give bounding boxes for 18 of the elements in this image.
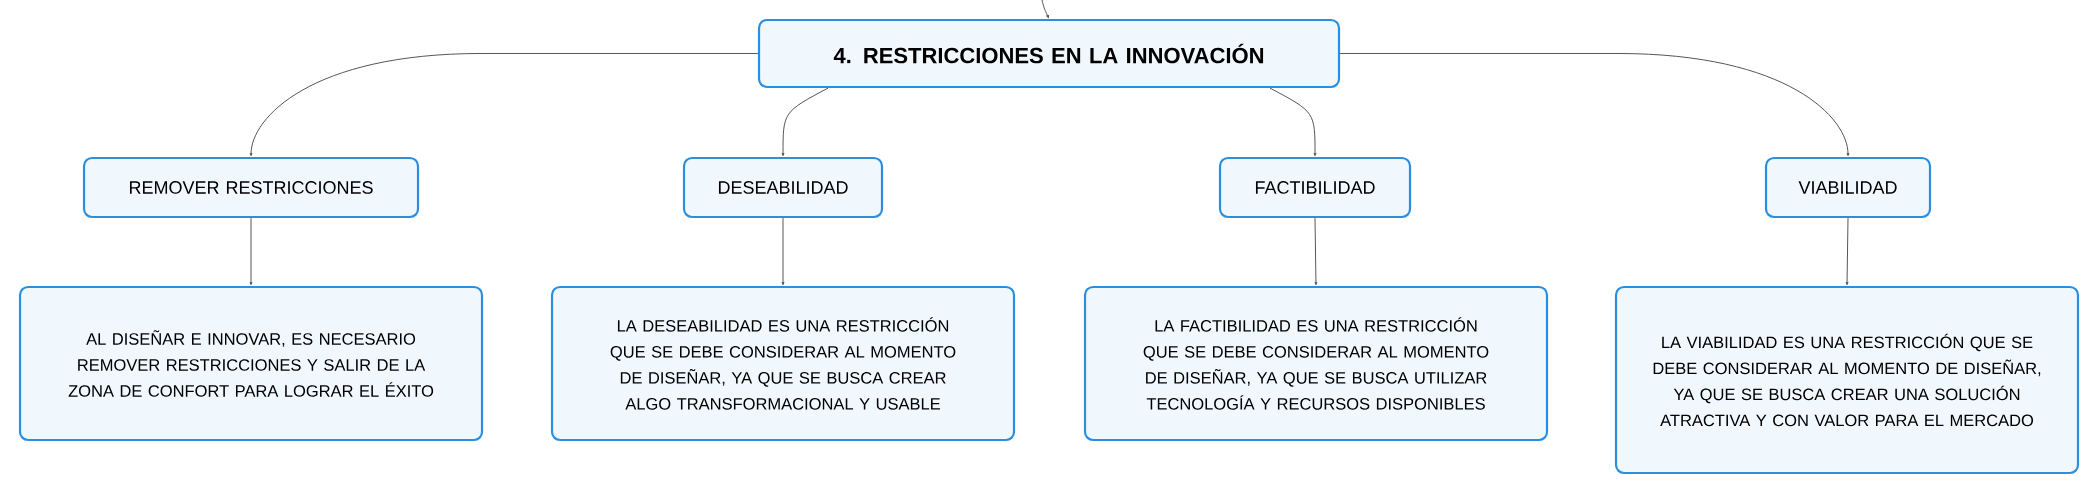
- description-box: LA FACTIBILIDAD ES UNA RESTRICCIÓN QUE SE DEBE CONSIDERAR AL MOMENTO DE DISEÑAR, YA QUE SE BUSCA UTILIZAR TECNOLOGÍA Y RECURSOS DISPONIBLES: [1083, 285, 1549, 442]
- connector-arrow: [781, 217, 785, 286]
- description-box: AL DISEÑAR E INNOVAR, ES NECESARIO REMOVER RESTRICCIONES Y SALIR DE LA ZONA DE CONFORT PARA LOGRAR EL ÉXITO: [18, 285, 484, 442]
- connector-arrow: [1314, 217, 1318, 286]
- connector-arrow: [1339, 53, 1850, 157]
- connector-arrow: [1269, 87, 1317, 157]
- topic-box: 4. RESTRICCIONES EN LA INNOVACIÓN: [757, 18, 1341, 89]
- connector-arrow: [781, 87, 829, 157]
- connector-arrow: [249, 53, 759, 157]
- description-box: LA DESEABILIDAD ES UNA RESTRICCIÓN QUE SE DEBE CONSIDERAR AL MOMENTO DE DISEÑAR, YA QUE SE BUSCA CREAR ALGO TRANSFORMACIONAL Y USABLE: [550, 285, 1016, 442]
- subtopic-box: FACTIBILIDAD: [1218, 156, 1412, 219]
- connector-arrow: [249, 217, 253, 286]
- connector-arrow: [1845, 217, 1849, 286]
- connector-arrow: [1041, 0, 1049, 19]
- subtopic-box: VIABILIDAD: [1764, 156, 1932, 219]
- subtopic-box: DESEABILIDAD: [682, 156, 884, 219]
- subtopic-box: REMOVER RESTRICCIONES: [82, 156, 420, 219]
- description-box: LA VIABILIDAD ES UNA RESTRICCIÓN QUE SE DEBE CONSIDERAR AL MOMENTO DE DISEÑAR, YA QUE SE BUSCA CREAR UNA SOLUCIÓN ATRACTIVA Y CON VALOR PARA EL MERCADO: [1614, 285, 2080, 475]
